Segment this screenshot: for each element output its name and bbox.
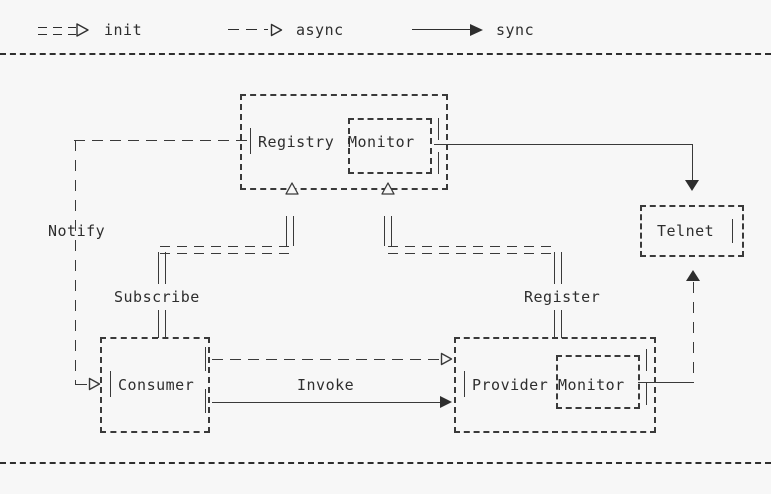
registry-right-port-upper [438, 118, 439, 140]
edge-registry-telnet-h [434, 144, 692, 145]
legend-label-init: init [104, 21, 143, 39]
edge-registry-telnet-v [692, 144, 693, 180]
edge-notify-elbow [75, 384, 87, 385]
provider-telnet-arrowhead-icon [686, 270, 700, 281]
telnet-right-port [732, 219, 733, 243]
consumer-right-port-lower [205, 389, 206, 413]
invoke-async-arrowhead-icon [440, 352, 453, 366]
registry-right-port-lower [438, 152, 439, 174]
legend-label-sync: sync [496, 21, 535, 39]
edge-invoke-async-line [212, 359, 440, 360]
provider-right-port-lower [646, 383, 647, 405]
init-arrow-icon [38, 23, 94, 37]
legend-item-sync: sync [412, 18, 534, 42]
edge-register-v-lower [554, 310, 562, 338]
edge-label-invoke: Invoke [297, 376, 355, 394]
edge-subscribe-v-upper [286, 216, 294, 246]
hollow-triangle-icon [270, 23, 283, 37]
legend-separator-bottom [0, 462, 771, 464]
legend-separator-top [0, 53, 771, 55]
legend-item-async: async [228, 18, 344, 42]
async-arrow-icon [228, 23, 286, 37]
sync-arrow-icon [412, 24, 486, 36]
edge-label-register: Register [524, 288, 601, 306]
registry-subscribe-arrowhead-icon [285, 182, 299, 195]
node-telnet[interactable] [640, 205, 744, 257]
node-telnet-label: Telnet [657, 222, 715, 240]
legend: init async sync [0, 16, 771, 50]
edge-subscribe-v-mid [158, 252, 166, 284]
node-consumer[interactable] [100, 337, 210, 433]
registry-telnet-arrowhead-icon [685, 180, 699, 191]
edge-provider-telnet-v [693, 282, 694, 382]
node-registry-label: Registry [258, 133, 335, 151]
legend-item-init: init [38, 18, 142, 42]
node-provider-monitor-label: Monitor [558, 376, 625, 394]
edge-subscribe-v-lower [158, 310, 166, 338]
edge-provider-telnet-h [638, 382, 694, 383]
edge-label-notify: Notify [48, 222, 106, 240]
node-registry[interactable] [240, 94, 448, 190]
hollow-arrowhead-icon [76, 23, 89, 37]
provider-left-port [464, 371, 465, 397]
edge-notify-vertical [75, 140, 76, 384]
edge-register-v-upper [384, 216, 392, 246]
consumer-left-port [110, 371, 111, 397]
node-consumer-label: Consumer [118, 376, 195, 394]
consumer-right-port-upper [205, 347, 206, 371]
edge-invoke-sync-line [212, 402, 442, 403]
edge-notify-horizontal [74, 140, 252, 141]
node-provider[interactable] [454, 337, 656, 433]
provider-right-port-upper [646, 349, 647, 371]
node-registry-monitor[interactable] [348, 118, 432, 174]
legend-label-async: async [296, 21, 344, 39]
node-provider-label: Provider [472, 376, 549, 394]
edge-label-subscribe: Subscribe [114, 288, 200, 306]
edge-register-h [388, 246, 558, 254]
node-registry-monitor-label: Monitor [348, 133, 415, 151]
notify-arrowhead-icon [88, 377, 101, 391]
registry-register-arrowhead-icon [381, 182, 395, 195]
edge-subscribe-h [160, 246, 290, 254]
invoke-sync-arrowhead-icon [440, 396, 452, 408]
edge-register-v-mid [554, 252, 562, 284]
registry-left-port [250, 128, 251, 154]
filled-arrowhead-icon [470, 24, 483, 36]
